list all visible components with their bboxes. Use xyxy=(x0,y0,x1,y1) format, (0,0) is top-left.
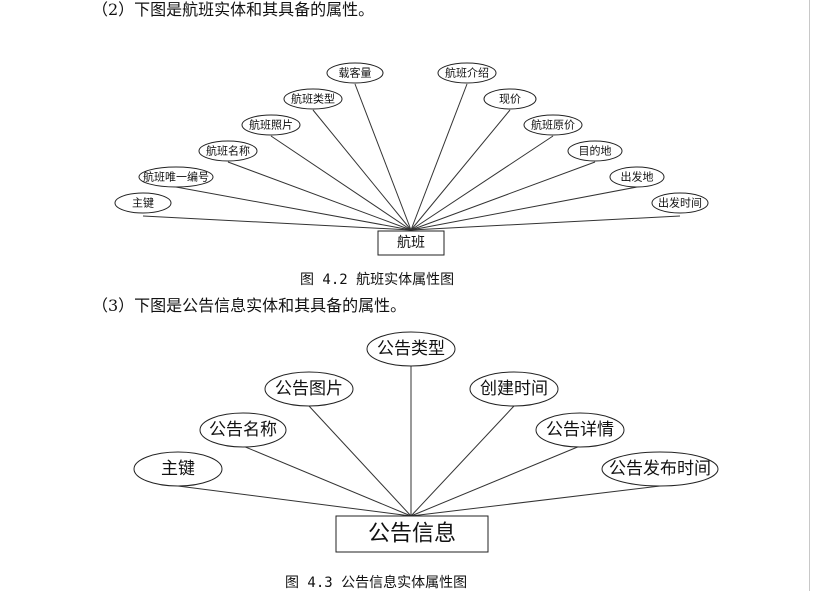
relation-line xyxy=(410,161,596,231)
relation-line xyxy=(410,186,638,231)
attribute-ellipse xyxy=(283,88,343,110)
entity-box-notice xyxy=(335,515,489,553)
attribute-ellipse xyxy=(264,371,354,407)
attribute-label: 航班名称 xyxy=(206,144,250,158)
relation-line xyxy=(410,135,554,231)
attribute-ellipse xyxy=(114,192,172,214)
attribute-ellipse xyxy=(198,140,258,162)
attribute-label: 目的地 xyxy=(579,144,612,158)
attribute-ellipse xyxy=(469,371,559,407)
attribute-ellipse xyxy=(651,192,709,214)
relation-line xyxy=(227,161,412,231)
attribute-label: 公告发布时间 xyxy=(609,459,711,479)
figure-caption-notice: 图 4.3 公告信息实体属性图 xyxy=(285,575,468,591)
attribute-label: 主键 xyxy=(161,459,195,479)
attribute-label: 公告名称 xyxy=(209,420,277,440)
attribute-ellipse xyxy=(366,331,456,367)
attribute-ellipse xyxy=(241,114,301,136)
relation-line xyxy=(410,215,681,231)
attribute-label: 现价 xyxy=(499,93,521,106)
attribute-label: 主键 xyxy=(132,196,154,210)
attribute-label: 航班类型 xyxy=(291,92,335,106)
attribute-label: 公告类型 xyxy=(377,339,445,359)
relation-line xyxy=(177,485,412,517)
attribute-label: 航班照片 xyxy=(249,118,293,132)
relation-line xyxy=(308,405,412,517)
attribute-ellipse xyxy=(483,88,537,110)
attribute-label: 航班介绍 xyxy=(445,66,489,80)
entity-label-flight: 航班 xyxy=(397,235,425,251)
relation-line xyxy=(270,135,412,231)
attribute-label: 载客量 xyxy=(339,66,372,80)
attribute-ellipse xyxy=(133,451,223,487)
attribute-label: 创建时间 xyxy=(480,379,548,399)
attribute-ellipse xyxy=(326,62,384,84)
attribute-ellipse xyxy=(138,166,214,188)
attribute-ellipse xyxy=(601,451,719,487)
attribute-label: 航班原价 xyxy=(531,118,575,132)
page-edge xyxy=(809,0,810,591)
relation-line xyxy=(242,445,412,517)
attribute-label: 公告详情 xyxy=(546,420,614,440)
attribute-ellipse xyxy=(609,166,665,188)
relation-line xyxy=(354,83,412,231)
paragraph-notice: （3）下图是公告信息实体和其具备的属性。 xyxy=(92,296,407,315)
entity-box-flight xyxy=(377,230,445,256)
attribute-ellipse xyxy=(535,412,625,448)
relation-line xyxy=(410,83,468,231)
attribute-ellipse xyxy=(523,114,583,136)
relation-line xyxy=(142,215,412,231)
attribute-ellipse xyxy=(199,412,287,448)
attribute-label: 公告图片 xyxy=(275,379,343,399)
figure-caption-flight: 图 4.2 航班实体属性图 xyxy=(300,272,455,288)
paragraph-flight: （2）下图是航班实体和其具备的属性。 xyxy=(92,0,375,19)
relation-line xyxy=(410,405,515,517)
relation-line xyxy=(410,445,581,517)
attribute-label: 航班唯一编号 xyxy=(143,170,209,184)
relation-line xyxy=(410,109,511,231)
attribute-label: 出发地 xyxy=(621,170,654,184)
er-diagram-notice xyxy=(177,366,661,517)
attribute-ellipse xyxy=(437,62,497,84)
attribute-label: 出发时间 xyxy=(658,196,702,210)
er-diagram-flight xyxy=(142,83,681,231)
relation-line xyxy=(175,186,412,231)
entity-label-notice: 公告信息 xyxy=(368,522,456,547)
relation-line xyxy=(312,109,412,231)
attribute-ellipse xyxy=(567,140,623,162)
relation-line xyxy=(410,485,661,517)
